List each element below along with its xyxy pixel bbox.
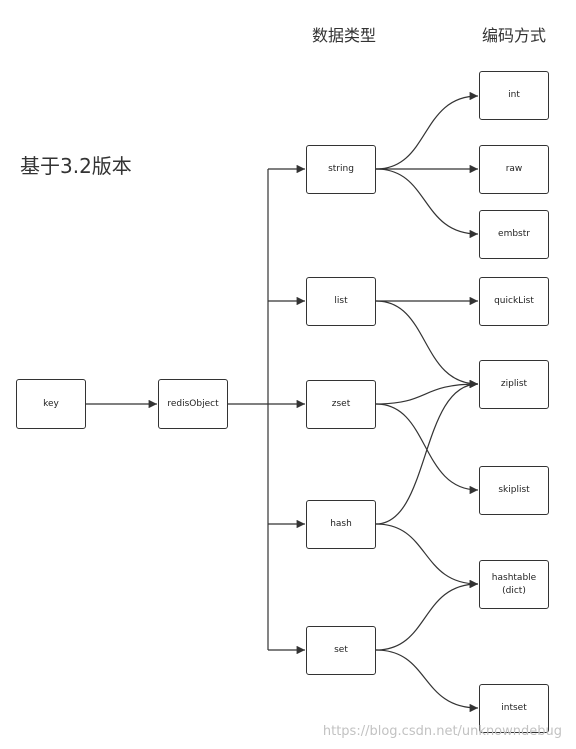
raw-node: raw: [479, 145, 549, 194]
data-types-heading: 数据类型: [312, 26, 377, 45]
skiplist-node: skiplist: [479, 466, 549, 515]
embstr-node: embstr: [479, 210, 549, 259]
edge-hash-ziplist: [375, 379, 479, 525]
ziplist-node: ziplist: [479, 360, 549, 409]
quicklist-node: quickList: [479, 277, 549, 326]
hashtable-node: hashtable (dict): [479, 560, 549, 609]
key-node: key: [16, 379, 86, 429]
edge-redisobject-trunk: [228, 169, 269, 650]
hash-node: hash: [306, 500, 376, 549]
string-node: string: [306, 145, 376, 194]
int-node: int: [479, 71, 549, 120]
edge-string-embstr: [375, 168, 479, 239]
set-node: set: [306, 626, 376, 675]
intset-node: intset: [479, 684, 549, 733]
list-node: list: [306, 277, 376, 326]
edge-string-int: [375, 91, 479, 170]
redisobject-node: redisObject: [158, 379, 228, 429]
watermark: https://blog.csdn.net/unknowndebug: [322, 724, 562, 739]
edge-list-ziplist: [375, 300, 479, 389]
edge-zset-skiplist: [375, 403, 479, 495]
edge-hash-hashtable: [375, 523, 479, 589]
zset-node: zset: [306, 380, 376, 429]
edge-set-hashtable: [375, 579, 479, 651]
edge-set-intset: [375, 649, 479, 713]
edge-zset-ziplist: [375, 379, 479, 405]
encodings-heading: 编码方式: [482, 26, 547, 45]
version-label: 基于3.2版本: [20, 154, 132, 178]
